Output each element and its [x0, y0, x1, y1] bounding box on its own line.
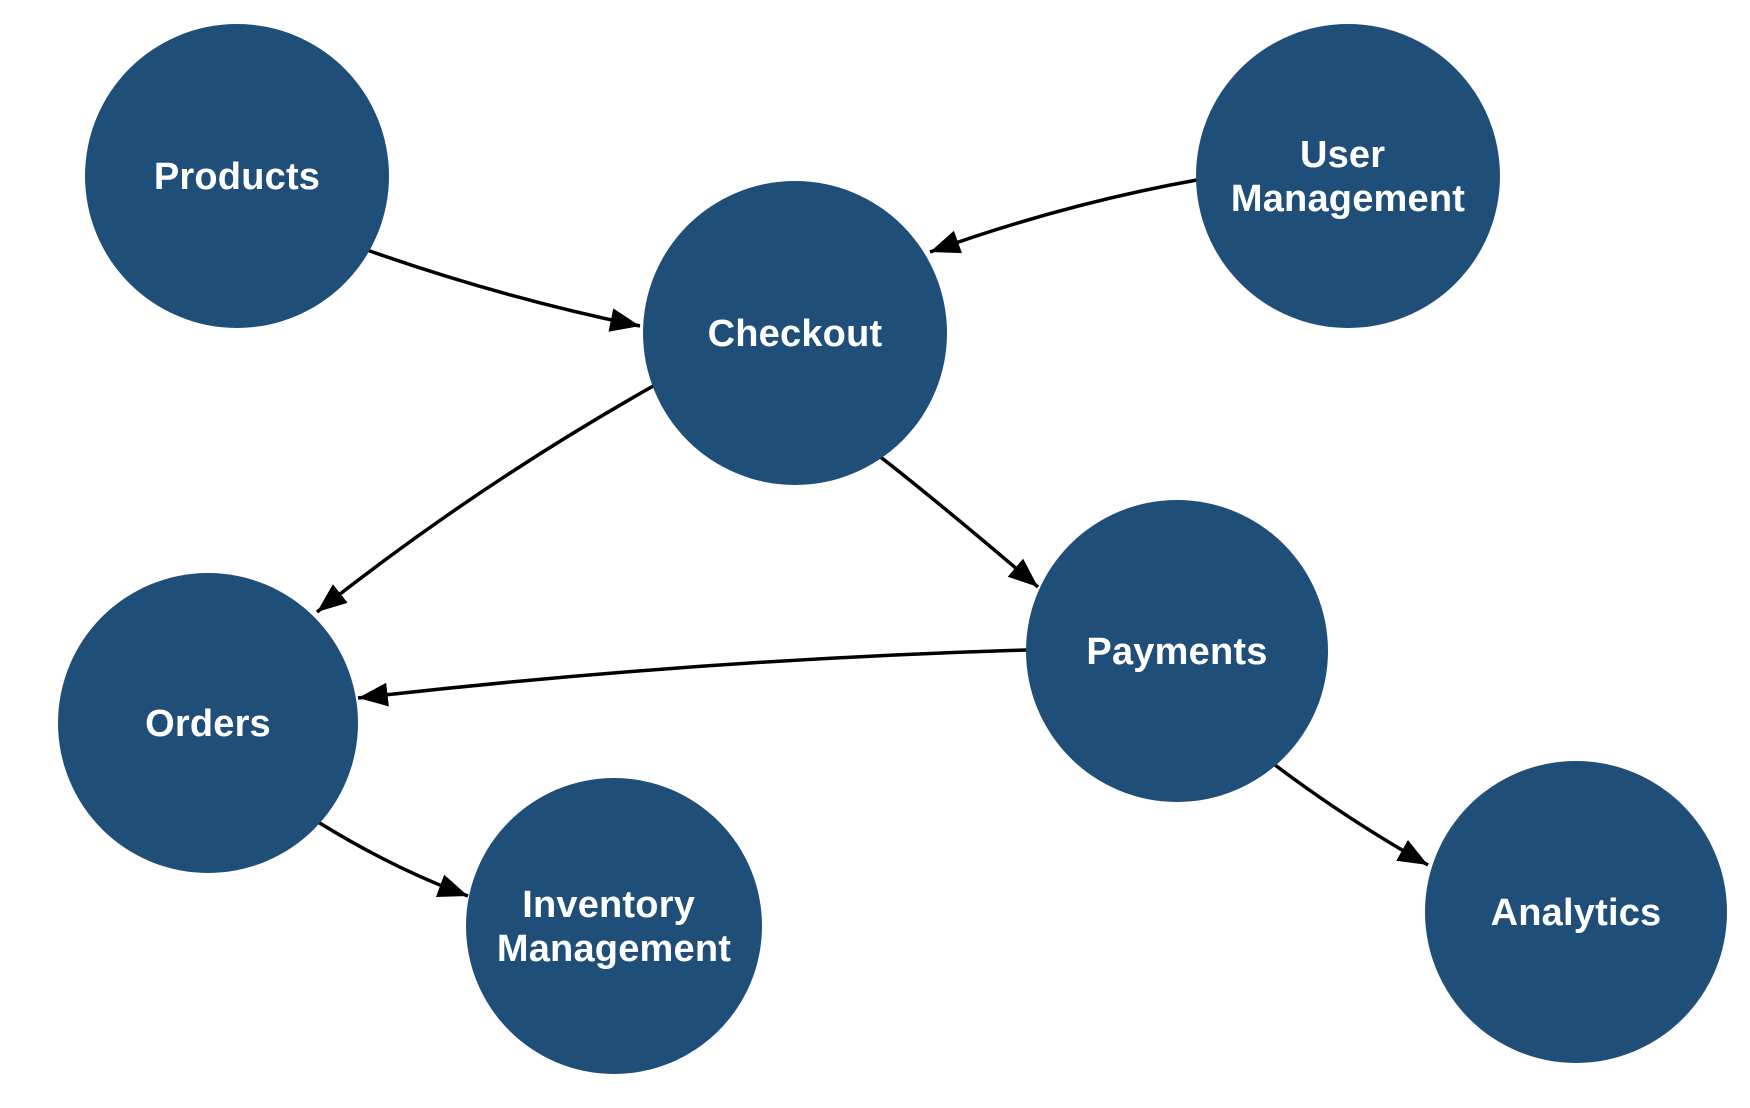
checkout-circle	[643, 181, 947, 485]
checkout-label: Checkout	[708, 313, 883, 355]
analytics-label-line: Analytics	[1491, 892, 1662, 934]
edge-layer	[315, 178, 1429, 898]
products-label-line: Products	[154, 156, 320, 198]
orders-label: Orders	[145, 703, 271, 745]
edge-payments-to-orders	[357, 648, 1028, 707]
node-analytics: Analytics	[1425, 761, 1727, 1063]
edge-user-management-to-checkout	[929, 178, 1198, 254]
edge-payments-to-analytics	[1273, 763, 1429, 867]
user-management-circle	[1196, 24, 1500, 328]
user-management-label-line-1: User	[1300, 134, 1385, 176]
node-orders: Orders	[58, 573, 358, 873]
user-management-label-line-2: Management	[1231, 178, 1465, 220]
analytics-label: Analytics	[1491, 892, 1662, 934]
checkout-label-line: Checkout	[708, 313, 883, 355]
edge-orders-to-inventory-management	[317, 820, 469, 898]
inventory-management-circle	[466, 778, 762, 1074]
orders-label-line: Orders	[145, 703, 271, 745]
node-payments: Payments	[1026, 500, 1328, 802]
node-checkout: Checkout	[643, 181, 947, 485]
node-products: Products	[85, 24, 389, 328]
node-inventory-management: Inventory Management	[466, 778, 762, 1074]
edge-products-to-checkout	[366, 248, 641, 332]
products-circle	[85, 24, 389, 328]
edge-checkout-to-orders	[315, 383, 656, 614]
products-label: Products	[154, 156, 320, 198]
inventory-management-label-line-1: Inventory	[522, 884, 695, 926]
user-management-label: User Management	[1231, 134, 1465, 220]
payments-label: Payments	[1086, 631, 1267, 673]
payments-label-line: Payments	[1086, 631, 1267, 673]
payments-circle	[1026, 500, 1328, 802]
inventory-management-label: Inventory Management	[497, 884, 731, 970]
node-user-management: User Management	[1196, 24, 1500, 328]
analytics-circle	[1425, 761, 1727, 1063]
inventory-management-label-line-2: Management	[497, 928, 731, 970]
orders-circle	[58, 573, 358, 873]
node-layer: Products User Management Checkout	[58, 24, 1727, 1074]
edge-checkout-to-payments	[876, 453, 1040, 589]
